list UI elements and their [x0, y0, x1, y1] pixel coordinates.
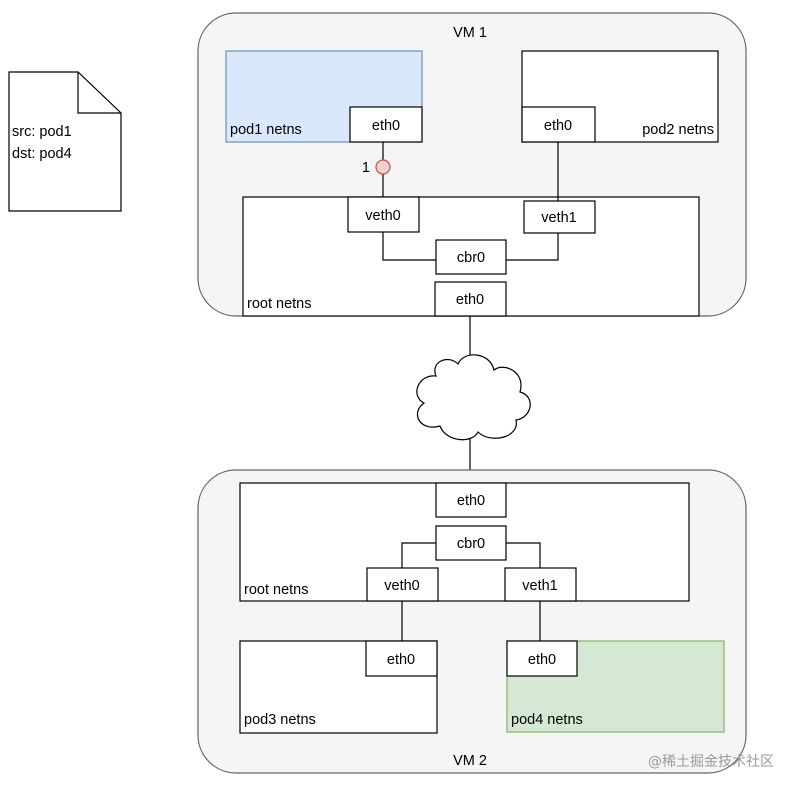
pod4-eth0-label: eth0 [528, 652, 556, 668]
vm1-veth1 [523, 200, 596, 234]
pod2-eth0-label: eth0 [544, 118, 572, 134]
pod1-eth0-label: eth0 [372, 118, 400, 134]
watermark: @稀土掘金技术社区 [648, 754, 774, 770]
vm2-veth1 [504, 567, 577, 602]
vm1-title: VM 1 [453, 25, 487, 41]
vm2-title: VM 2 [453, 753, 487, 769]
vm2-veth0 [366, 567, 439, 602]
vm1-eth0-label: eth0 [456, 292, 484, 308]
veth0-cbr0-link [382, 232, 436, 261]
pod4-label: pod4 netns [511, 712, 583, 728]
vm2-cbr0-label: cbr0 [457, 536, 485, 552]
packet-document: src: pod1 dst: pod4 [8, 71, 122, 212]
vm1-veth1-label: veth1 [541, 210, 576, 226]
packet-src: src: pod1 [12, 124, 72, 140]
vm1-eth0 [434, 281, 507, 317]
pod2-label: pod2 netns [642, 122, 714, 138]
pod3-label: pod3 netns [244, 712, 316, 728]
vm1-cbr0 [435, 239, 507, 275]
pod3-eth0 [365, 640, 438, 677]
pod1-label: pod1 netns [230, 122, 302, 138]
pod1-eth0 [349, 106, 423, 143]
vm1-cbr0-label: cbr0 [457, 250, 485, 266]
vm1-veth0-label: veth0 [365, 208, 400, 224]
pod4-eth0 [506, 640, 578, 677]
vm2-cbr0-veth0-link [401, 542, 436, 568]
pod3-eth0-label: eth0 [387, 652, 415, 668]
cbr0-veth1-link [506, 233, 559, 261]
step-marker [375, 159, 391, 175]
vm2-veth1-label: veth1 [522, 578, 557, 594]
packet-dst: dst: pod4 [12, 146, 72, 162]
vm2-eth0 [435, 482, 507, 518]
vm1-root-label: root netns [247, 296, 312, 312]
vm2-root-label: root netns [244, 582, 309, 598]
vm2: VM 2 root netns eth0 cbr0 veth0 veth1 po… [197, 469, 747, 774]
vm2-cbr0-veth1-link [506, 542, 541, 568]
vm2-eth0-label: eth0 [457, 493, 485, 509]
vm1: VM 1 pod1 netns eth0 pod2 netns eth0 roo… [197, 12, 747, 317]
vm2-veth0-label: veth0 [384, 578, 419, 594]
step-marker-label: 1 [362, 160, 370, 176]
network-cloud [416, 354, 531, 441]
